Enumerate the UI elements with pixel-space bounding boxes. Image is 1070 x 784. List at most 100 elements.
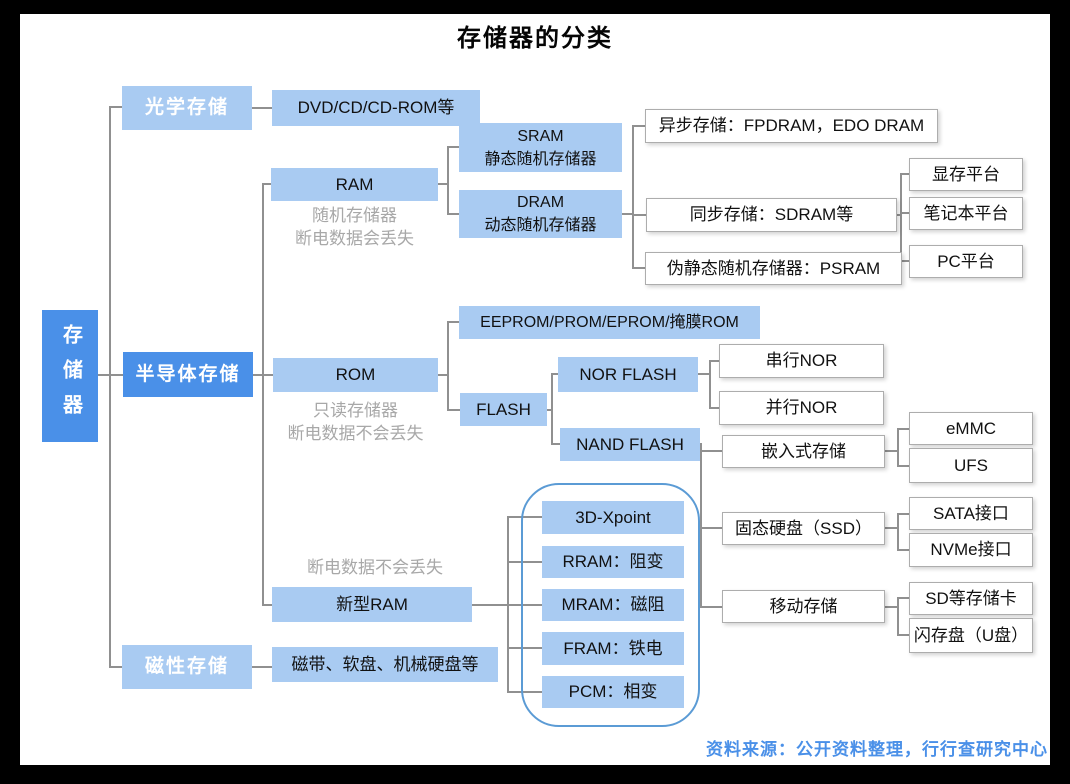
connector-line: [632, 125, 646, 127]
node-sync-dram: 同步存储：SDRAM等: [646, 198, 897, 232]
note-rom: 只读存储器 断电数据不会丢失: [273, 399, 438, 445]
node-dvd-cd: DVD/CD/CD-ROM等: [272, 90, 480, 126]
node-pc-platform: PC平台: [909, 245, 1023, 278]
connector-line: [897, 549, 909, 551]
connector-line: [507, 604, 542, 606]
connector-line: [109, 107, 111, 668]
connector-line: [709, 360, 720, 362]
connector-line: [447, 322, 449, 410]
connector-line: [700, 606, 722, 608]
connector-line: [438, 183, 448, 185]
node-flash: FLASH: [460, 393, 547, 426]
node-nor-flash: NOR FLASH: [558, 357, 698, 392]
connector-line: [900, 260, 910, 262]
connector-line: [447, 146, 460, 148]
node-usb-flash-drive: 闪存盘（U盘）: [909, 618, 1033, 653]
connector-line: [700, 527, 722, 529]
node-dram-line2: 动态随机存储器: [484, 217, 597, 234]
node-nvme: NVMe接口: [909, 533, 1033, 567]
note-rom-line1: 只读存储器: [313, 401, 398, 420]
node-async-dram: 异步存储：FPDRAM，EDO DRAM: [645, 109, 938, 143]
connector-line: [252, 107, 272, 109]
connector-line: [900, 174, 902, 262]
connector-line: [897, 597, 909, 599]
node-sd-card: SD等存储卡: [909, 582, 1033, 615]
connector-line: [709, 407, 720, 409]
note-ram: 随机存储器 断电数据会丢失: [271, 204, 438, 250]
node-pcm: PCM：相变: [542, 676, 684, 708]
source-note: 资料来源：公开资料整理，行行查研究中心: [706, 740, 1048, 759]
connector-line: [109, 666, 123, 668]
connector-line: [700, 450, 722, 452]
note-ram-line1: 随机存储器: [312, 206, 397, 225]
node-emmc: eMMC: [909, 412, 1033, 445]
connector-line: [551, 373, 559, 375]
node-dram: DRAM 动态随机存储器: [459, 190, 622, 238]
connector-line: [262, 184, 264, 605]
node-gpu-platform: 显存平台: [909, 158, 1023, 191]
node-mobile-storage: 移动存储: [722, 590, 885, 623]
connector-line: [507, 561, 542, 563]
connector-line: [252, 666, 272, 668]
node-root: 存储器: [42, 310, 98, 442]
node-3d-xpoint: 3D-Xpoint: [542, 501, 684, 534]
connector-line: [632, 267, 646, 269]
connector-line: [897, 465, 909, 467]
connector-line: [507, 647, 542, 649]
node-semiconductor-storage: 半导体存储: [123, 352, 253, 397]
connector-line: [897, 514, 899, 550]
node-nand-flash: NAND FLASH: [560, 428, 700, 461]
connector-line: [547, 409, 553, 411]
connector-line: [447, 321, 460, 323]
node-ufs: UFS: [909, 448, 1033, 483]
node-rram: RRAM：阻变: [542, 546, 684, 578]
connector-line: [262, 604, 273, 606]
connector-line: [622, 213, 633, 215]
connector-line: [438, 374, 448, 376]
node-rom: ROM: [273, 358, 438, 392]
connector-line: [551, 443, 561, 445]
node-parallel-nor: 并行NOR: [719, 391, 884, 425]
connector-line: [885, 606, 898, 608]
connector-line: [885, 450, 898, 452]
connector-line: [262, 183, 272, 185]
connector-line: [897, 634, 909, 636]
node-dram-line1: DRAM: [516, 194, 565, 211]
connector-line: [447, 147, 449, 215]
node-sram-line2: 静态随机存储器: [484, 150, 597, 168]
connector-line: [632, 126, 634, 269]
node-sata: SATA接口: [909, 497, 1033, 530]
note-ram-line2: 断电数据会丢失: [295, 229, 414, 248]
node-optical-storage: 光学存储: [122, 86, 252, 130]
connector-line: [709, 361, 711, 408]
node-sram: SRAM 静态随机存储器: [459, 123, 622, 172]
node-ssd: 固态硬盘（SSD）: [722, 512, 885, 545]
connector-line: [900, 173, 910, 175]
node-sram-line1: SRAM: [517, 127, 564, 145]
node-serial-nor: 串行NOR: [719, 344, 884, 378]
node-eeprom: EEPROM/PROM/EPROM/掩膜ROM: [459, 306, 760, 339]
connector-line: [897, 214, 902, 216]
connector-line: [447, 409, 461, 411]
connector-line: [98, 374, 110, 376]
node-fram: FRAM：铁电: [542, 632, 684, 665]
node-psram: 伪静态随机存储器：PSRAM: [645, 252, 902, 285]
connector-line: [897, 598, 899, 635]
page-title: 存储器的分类: [457, 25, 613, 52]
connector-line: [632, 214, 647, 216]
node-mram: MRAM：磁阻: [542, 589, 684, 621]
connector-line: [472, 604, 509, 606]
connector-line: [885, 527, 898, 529]
connector-line: [700, 443, 702, 607]
note-rom-line2: 断电数据不会丢失: [287, 424, 424, 443]
new-ram-group-outline: [521, 483, 700, 727]
node-ram: RAM: [271, 168, 438, 201]
node-new-ram: 新型RAM: [272, 587, 472, 622]
connector-line: [897, 513, 909, 515]
connector-line: [897, 428, 909, 430]
connector-line: [551, 374, 553, 444]
connector-line: [900, 212, 910, 214]
node-magnetic-media: 磁带、软盘、机械硬盘等: [272, 647, 498, 682]
connector-line: [109, 106, 123, 108]
